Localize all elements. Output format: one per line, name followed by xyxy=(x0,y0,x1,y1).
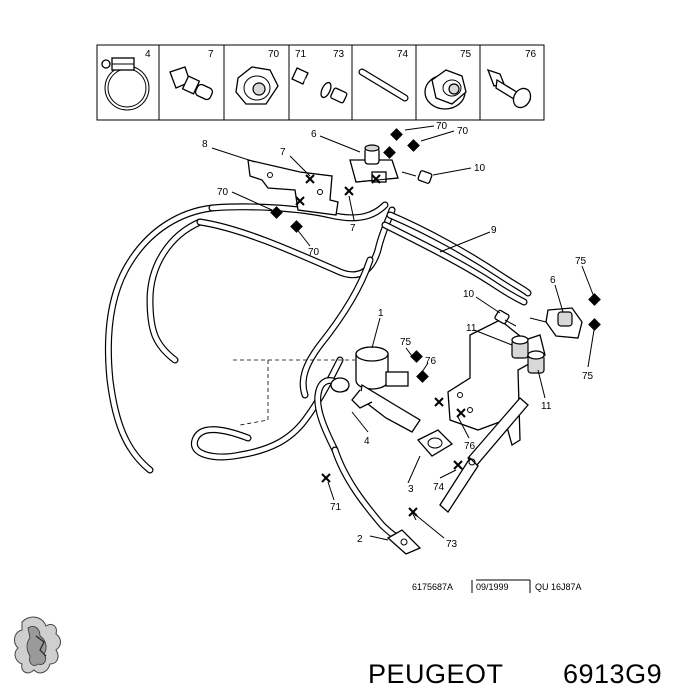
bolt-with-washer-icon xyxy=(291,67,348,104)
egr-valve xyxy=(351,346,421,433)
kit-number-bolt-alt: 73 xyxy=(333,49,345,60)
callout-3: 3 xyxy=(408,484,414,495)
callout-10-upper: 10 xyxy=(474,163,486,174)
callout-70-c: 70 xyxy=(217,187,229,198)
nut-markers xyxy=(270,128,601,383)
callout-4: 4 xyxy=(364,436,370,447)
callout-10-right: 10 xyxy=(463,289,475,300)
callout-70-a: 70 xyxy=(436,121,448,132)
nut-icon xyxy=(235,66,279,105)
callout-labels: 8 6 70 70 7 10 70 7 70 9 75 6 10 11 1 75… xyxy=(202,121,594,550)
right-bracket xyxy=(439,319,546,513)
kit-number-clamp: 4 xyxy=(145,49,151,60)
kit-number-flange-nut: 75 xyxy=(460,49,472,60)
vacuum-hose-assembly xyxy=(104,201,532,474)
callout-75-right: 75 xyxy=(582,371,594,382)
drawing-code: QU 16J87A xyxy=(535,582,582,592)
callout-73: 73 xyxy=(446,539,458,550)
egr-pipe-long xyxy=(331,446,422,555)
flange-nut-icon xyxy=(424,69,467,110)
callout-76-mid: 76 xyxy=(425,356,437,367)
drawing-number: 6175687A xyxy=(412,582,453,592)
kit-number-screw: 76 xyxy=(525,49,537,60)
screw-upper xyxy=(401,170,433,184)
callout-75-upper: 75 xyxy=(575,256,587,267)
callout-6-right: 6 xyxy=(550,275,556,286)
fastener-markers xyxy=(295,174,466,517)
adapter-fitting-icon xyxy=(169,66,214,101)
screw-icon xyxy=(486,68,532,109)
parts-kit-box: 4 7 70 71 73 74 75 76 xyxy=(96,44,545,121)
screw-right xyxy=(494,309,517,327)
kit-number-stud: 74 xyxy=(397,49,409,60)
dashed-leader-left xyxy=(233,359,269,426)
callout-71: 71 xyxy=(330,502,342,513)
callout-75-mid: 75 xyxy=(400,337,412,348)
connector-right xyxy=(529,307,583,339)
callout-70-b: 70 xyxy=(457,126,469,137)
upper-bracket xyxy=(247,159,339,216)
peugeot-lion-logo-icon xyxy=(14,616,61,674)
callout-7-lower: 7 xyxy=(350,223,356,234)
kit-number-adapter: 7 xyxy=(208,49,214,60)
leader-lines xyxy=(211,125,595,541)
drawing-reference: 6175687A 09/1999 QU 16J87A xyxy=(412,579,582,593)
brand-name: PEUGEOT xyxy=(368,659,504,689)
callout-7-upper: 7 xyxy=(280,147,286,158)
drawing-date: 09/1999 xyxy=(476,582,509,592)
solenoid-valve-right-a xyxy=(511,335,529,359)
callout-11-lower: 11 xyxy=(541,401,552,412)
callout-70-d: 70 xyxy=(308,247,320,258)
part-number: 6913G9 xyxy=(563,659,662,689)
hose-clamp-icon xyxy=(101,57,150,111)
callout-1: 1 xyxy=(378,308,384,319)
callout-8: 8 xyxy=(202,139,208,150)
callout-6-upper: 6 xyxy=(311,129,317,140)
callout-74: 74 xyxy=(433,482,445,493)
callout-76-lower: 76 xyxy=(464,441,476,452)
solenoid-valve-right-b xyxy=(527,350,545,374)
callout-2: 2 xyxy=(357,534,363,545)
stud-icon xyxy=(358,68,409,102)
egr-pipe-curved xyxy=(314,377,350,454)
kit-number-bolt: 71 xyxy=(295,49,307,60)
kit-number-nut: 70 xyxy=(268,49,280,60)
callout-11-upper: 11 xyxy=(466,323,477,334)
callout-9: 9 xyxy=(491,225,497,236)
